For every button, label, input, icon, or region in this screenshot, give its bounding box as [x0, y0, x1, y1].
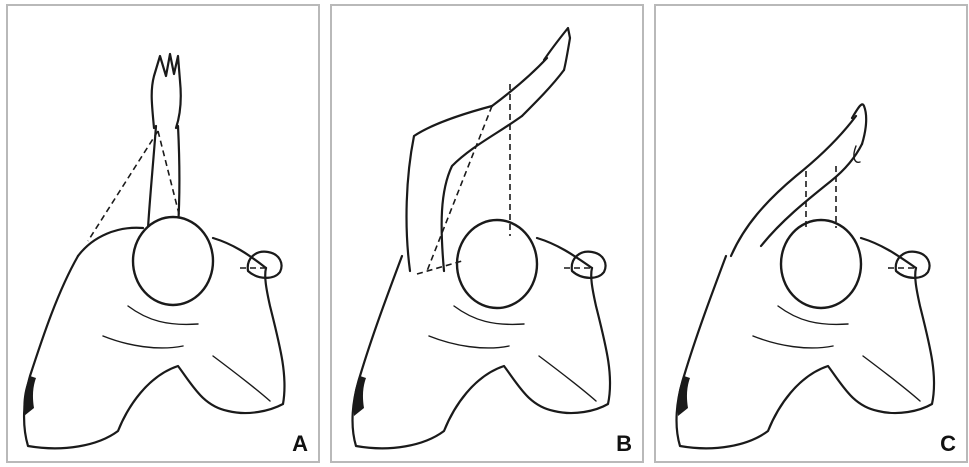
figure-illustration-a: [8, 6, 318, 461]
figure-illustration-c: [656, 6, 966, 461]
panel-c: C: [654, 4, 968, 463]
panel-label-a: A: [292, 431, 308, 457]
panel-a: A: [6, 4, 320, 463]
panel-label-c: C: [940, 431, 956, 457]
panel-b: B: [330, 4, 644, 463]
figure-illustration-b: [332, 6, 642, 461]
panel-label-b: B: [616, 431, 632, 457]
